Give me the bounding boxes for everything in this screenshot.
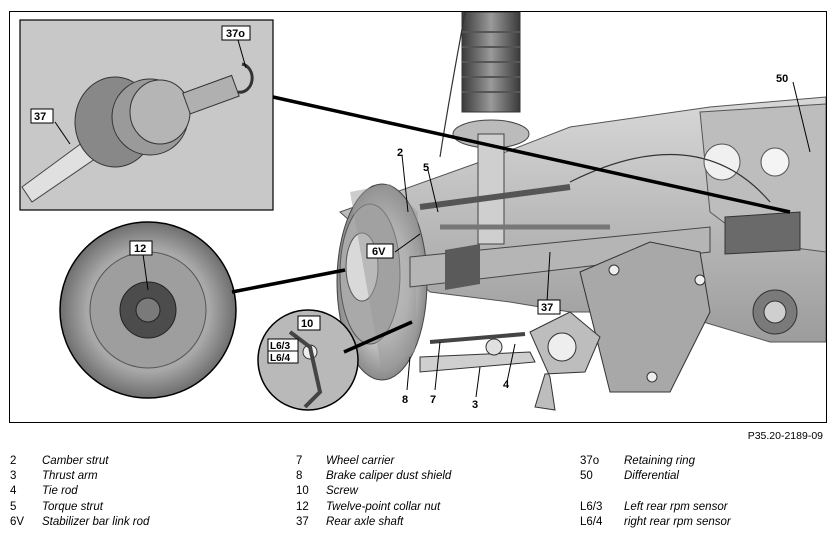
- callout-l6-4: L6/4: [270, 353, 290, 364]
- callout-12: 12: [134, 243, 146, 255]
- callout-37: 37: [541, 302, 553, 314]
- callout-7: 7: [430, 394, 436, 406]
- legend-description: Camber strut: [42, 455, 109, 467]
- legend-description: Stabilizer bar link rod: [42, 515, 150, 528]
- legend-number: 37o: [580, 455, 600, 467]
- suspension-illustration: 37o 37 50 2 5 6V 12 37 10 L6/3 L6/4 8 7 …: [9, 11, 827, 423]
- axle-shaft-shape: [409, 226, 711, 288]
- callout-2: 2: [397, 147, 403, 159]
- legend-description: Tie rod: [42, 485, 78, 498]
- legend-description: Torque strut: [42, 500, 103, 513]
- legend-description: Twelve-point collar nut: [326, 500, 441, 513]
- legend-number: L6/3: [580, 500, 603, 513]
- callout-37o: 37o: [226, 28, 245, 40]
- legend-description: right rear rpm sensor: [624, 515, 731, 528]
- zoom-circle-sensor: [257, 309, 359, 411]
- legend-row: 10 Screw: [296, 484, 358, 499]
- legend-number: 37: [296, 515, 309, 528]
- legend-number: 4: [10, 485, 17, 498]
- legend-row: L6/3 Left rear rpm sensor: [580, 500, 728, 515]
- legend-description: Brake caliper dust shield: [326, 470, 452, 483]
- legend-row: 3 Thrust arm: [10, 469, 98, 484]
- wheel-carrier-shape: [579, 241, 711, 393]
- legend-column-3: 37o Retaining ring 50 Differential L6/3 Lef…: [580, 454, 731, 530]
- legend-description: Left rear rpm sensor: [624, 500, 728, 513]
- legend-row: 5 Torque strut: [10, 500, 103, 515]
- legend-row: 12 Twelve-point collar nut: [296, 500, 440, 515]
- legend-number: 5: [10, 500, 17, 513]
- legend-row: 7 Wheel carrier: [296, 454, 394, 469]
- legend-row: 37o Retaining ring: [580, 454, 695, 469]
- legend-row: 50 Differential: [580, 469, 679, 484]
- callout-6v: 6V: [372, 246, 386, 258]
- legend-number: 10: [296, 485, 309, 498]
- callout-4: 4: [503, 379, 510, 391]
- tie-rod-shape: [429, 332, 526, 344]
- legend-row: 2 Camber strut: [10, 454, 108, 469]
- legend-description: Thrust arm: [42, 470, 98, 483]
- legend-row: 6V Stabilizer bar link rod: [10, 515, 149, 530]
- legend-description: Screw: [326, 485, 358, 498]
- legend-row: 37 Rear axle shaft: [296, 515, 403, 530]
- legend-row: L6/4 right rear rpm sensor: [580, 515, 731, 530]
- legend-number: 50: [580, 470, 593, 483]
- callout-5: 5: [423, 162, 429, 174]
- legend-row: [580, 484, 602, 499]
- legend-row: 8 Brake caliper dust shield: [296, 469, 451, 484]
- callout-8: 8: [402, 394, 408, 406]
- legend-row: 4 Tie rod: [10, 484, 78, 499]
- callout-10: 10: [301, 318, 313, 330]
- legend-description: Retaining ring: [624, 455, 695, 467]
- legend-description: Wheel carrier: [326, 455, 395, 467]
- legend-number: 7: [296, 455, 303, 467]
- legend-number: 3: [10, 470, 17, 483]
- callout-3: 3: [472, 399, 478, 411]
- legend-number: 6V: [10, 515, 25, 528]
- legend-number: L6/4: [580, 515, 603, 528]
- legend-column-2: 7 Wheel carrier 8 Brake caliper dust shiel…: [296, 454, 451, 530]
- figure-reference: P35.20-2189-09: [747, 430, 823, 442]
- callout-l6-3: L6/3: [270, 341, 290, 352]
- illustration-svg: 37o 37 50 2 5 6V 12 37 10 L6/3 L6/4 8 7 …: [19, 12, 826, 411]
- legend-number: 12: [296, 500, 309, 513]
- legend-description: Differential: [624, 470, 679, 483]
- callout-50: 50: [776, 73, 788, 85]
- callout-37-zoom: 37: [34, 111, 46, 123]
- legend-description: Rear axle shaft: [326, 515, 404, 528]
- legend-column-1: 2 Camber strut 3 Thrust arm 4 Tie rod 5 Torq…: [10, 454, 149, 530]
- legend-number: 8: [296, 470, 303, 483]
- legend-number: 2: [10, 455, 17, 467]
